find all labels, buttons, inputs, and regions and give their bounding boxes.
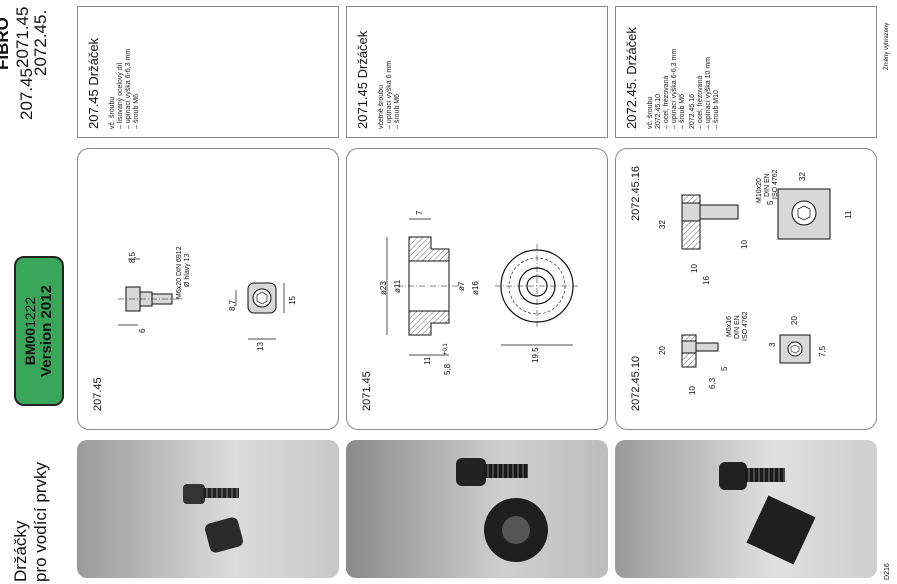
dim-a-g: 7,5 xyxy=(818,345,827,357)
text-207-45-rot: 207.45 Držáček vč. šroubu – lisovaný oce… xyxy=(78,7,340,139)
dim-2071-a: 7 xyxy=(415,210,424,215)
dim-2071-c: ø11 xyxy=(393,279,402,293)
dim-2071-b: ø23 xyxy=(379,281,388,295)
dim-a-a: 20 xyxy=(658,346,667,355)
label-2072-45-10: 2072.45.10 xyxy=(630,355,642,411)
header-codes-2: 2071.45 xyxy=(13,6,32,68)
drawing-2072-45-svg xyxy=(681,188,831,368)
holder16-hex xyxy=(797,205,811,221)
photo-holder xyxy=(203,516,245,554)
dim-207-b: 6 xyxy=(138,328,147,333)
dim-207-d: 13 xyxy=(256,342,265,351)
sidebar-title-line2: pro vodící prvky xyxy=(31,462,50,582)
photo-2071-45 xyxy=(346,440,608,578)
screw-note-207-1: Ø hlavy 13 xyxy=(184,253,191,287)
sidebar-title-line1: Držáčky xyxy=(11,520,30,582)
text-box-207-45: 207.45 Držáček vč. šroubu – lisovaný oce… xyxy=(77,6,339,138)
dim-a-f: 3 xyxy=(768,342,777,347)
variant-b-item2: – šroub M10 xyxy=(713,90,720,129)
photo-screw-head xyxy=(183,484,205,504)
text-box-2071-45: 2071.45 Držáček včetně šroubu – upínací … xyxy=(346,6,608,138)
screw-b-1: DIN EN xyxy=(764,173,771,197)
desc-207-45-line3: – šroub M6 xyxy=(133,93,140,129)
holder10-head xyxy=(681,340,697,354)
photo3-holder xyxy=(746,495,816,565)
text-2072-45-rot: 2072.45. Držáček vč. šroubu 2072.45.10 –… xyxy=(616,7,878,139)
screw-note-207-0: M6x20 DIN 6912 xyxy=(176,246,183,299)
photo-screw-thread xyxy=(203,488,239,498)
dim-207-e: 15 xyxy=(288,296,297,305)
page-num: D216 xyxy=(884,563,891,580)
dim-b-a: 32 xyxy=(658,220,667,229)
drawing-207-45: 207.45 6 8,5 8,7 13 15 M6x20 DIN 6912 Ø … xyxy=(77,148,339,430)
dim-207-a: 8,5 xyxy=(128,251,137,263)
desc-2071-45-line2: – šroub M6 xyxy=(394,93,401,129)
photo3-screw-head xyxy=(719,462,747,490)
changes-note: Změny vyhrazeny xyxy=(884,22,890,70)
label-2071-45: 2071.45 xyxy=(361,371,373,411)
dim-2071-e: ø16 xyxy=(471,281,480,295)
hex-socket xyxy=(256,291,268,305)
dim-a-b: 5 xyxy=(720,366,729,371)
dim-b-d: 16 xyxy=(702,276,711,285)
dim-b-c: 10 xyxy=(690,264,699,273)
badge-line1: BM001222 xyxy=(22,258,38,404)
label-2072-45-16: 2072.45.16 xyxy=(630,165,642,221)
drawing-2071-45: 2071.45 7 ø23 ø11 ø7 ø16 11 5,8 +0,1 19,… xyxy=(346,148,608,430)
header-brand: FIBRO xyxy=(0,17,12,70)
badge: BM001222 Version 2012 xyxy=(14,256,64,406)
dim-b-b: 10 xyxy=(740,240,749,249)
dim-2071-g: 5,8 xyxy=(443,363,452,375)
dim-b-f: 5 xyxy=(766,200,775,205)
dim-2071-g-tol: +0,1 xyxy=(443,343,449,355)
badge-bold: BM00 xyxy=(22,327,38,366)
holder16-screw xyxy=(699,204,739,220)
badge-version-text: Version 2012 xyxy=(38,285,55,377)
dim-b-g: 11 xyxy=(844,210,853,219)
drawing-2071-45-svg xyxy=(386,218,579,356)
dim-207-c: 8,7 xyxy=(228,299,237,311)
header-codes-3: 2072.45. xyxy=(31,9,50,76)
photo-2072-45 xyxy=(615,440,877,578)
dim-b-e: 32 xyxy=(798,172,807,181)
photo3-screw-thread xyxy=(745,468,785,482)
holder10-screw xyxy=(695,342,719,352)
dim-a-c: 10 xyxy=(688,386,697,395)
label-207-45: 207.45 xyxy=(92,377,104,411)
screw-b-0: M10x20 xyxy=(756,178,763,203)
column-207-45: 207.45 Držáček vč. šroubu – lisovaný oce… xyxy=(77,0,339,584)
title-2072-45-text: 2072.45. Držáček xyxy=(624,27,639,129)
screw-b-2: ISO 4762 xyxy=(772,169,779,199)
screw-a-1: DIN EN xyxy=(734,315,741,339)
dim-a-e: 20 xyxy=(790,316,799,325)
dim-2071-f: 11 xyxy=(423,356,432,365)
photo2-screw-head xyxy=(456,458,486,486)
column-2071-45: 2071.45 Držáček včetně šroubu – upínací … xyxy=(346,0,608,584)
drawing-2072-45: 2072.45.16 2072.45.10 32 10 10 16 32 5 1… xyxy=(615,148,877,430)
screw-a-2: ISO 4762 xyxy=(742,311,749,341)
title-2071-45-text: 2071.45 Držáček xyxy=(355,30,370,129)
holder16-head xyxy=(681,202,701,222)
text-box-2072-45: 2072.45. Držáček vč. šroubu 2072.45.10 –… xyxy=(615,6,877,138)
photo2-bushing-hole xyxy=(502,516,530,544)
title-207-45-text: 207.45 Držáček xyxy=(86,37,101,129)
column-2072-45: 2072.45. Držáček vč. šroubu 2072.45.10 –… xyxy=(615,0,877,584)
dim-2071-h: 19,5 xyxy=(531,347,540,363)
dim-a-d: 6,3 xyxy=(708,377,717,389)
text-2071-45-rot: 2071.45 Držáček včetně šroubu – upínací … xyxy=(347,7,609,139)
photo2-screw-thread xyxy=(484,464,528,478)
sidebar-rotated: Držáčky pro vodící prvky BM001222 Versio… xyxy=(0,2,68,582)
sidebar: Držáčky pro vodící prvky BM001222 Versio… xyxy=(0,0,75,584)
holder10-hex xyxy=(790,344,800,354)
photo-207-45 xyxy=(77,440,339,578)
screw-a-0: M6x16 xyxy=(726,315,733,337)
dim-2071-d: ø7 xyxy=(457,281,466,291)
variant-a-item2: – šroub M6 xyxy=(679,93,686,129)
drawing-207-45-svg xyxy=(118,258,285,340)
badge-thin: 1222 xyxy=(22,296,38,328)
